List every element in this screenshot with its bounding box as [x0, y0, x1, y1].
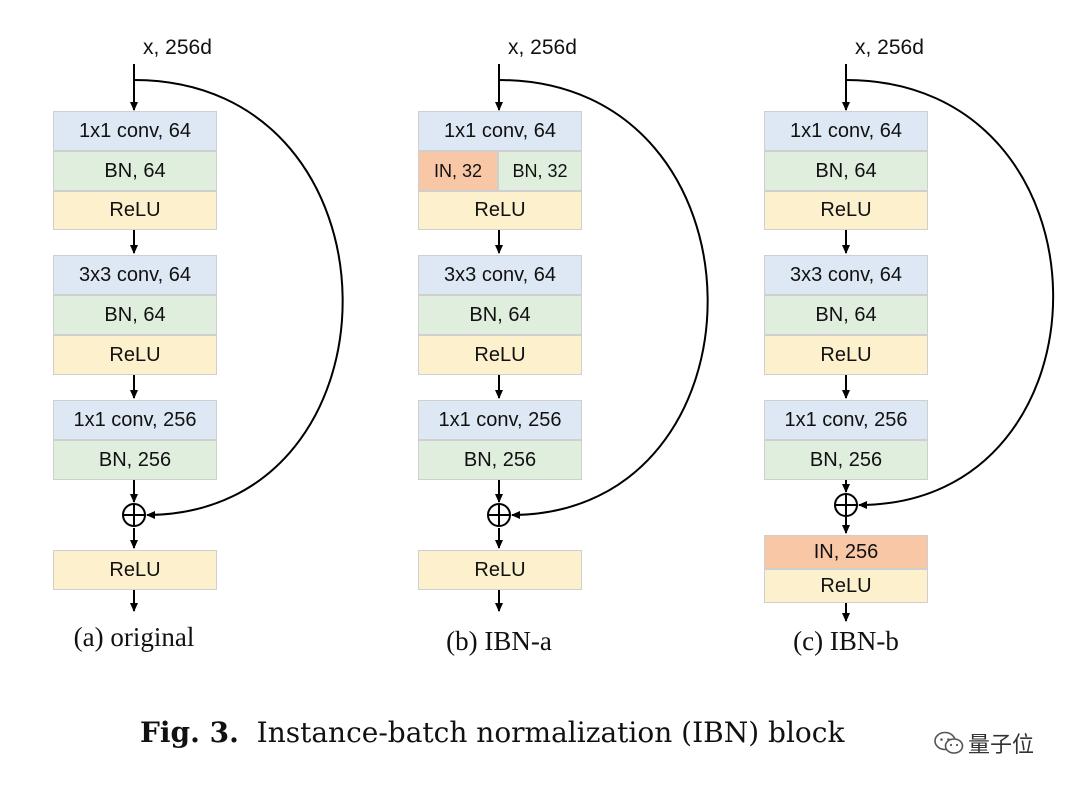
diagram-a-connectors [122, 64, 344, 612]
bn-256-block: BN, 256 [418, 440, 582, 480]
conv1x1-64-block: 1x1 conv, 64 [418, 111, 582, 151]
conv3x3-64-block: 3x3 conv, 64 [418, 255, 582, 295]
relu-block: ReLU [764, 335, 928, 375]
conv3x3-64-block: 3x3 conv, 64 [53, 255, 217, 295]
input-label: x, 256d [855, 36, 924, 59]
bn-32-block: BN, 32 [498, 151, 582, 191]
input-label: x, 256d [508, 36, 577, 59]
watermark-text: 量子位 [968, 733, 1035, 758]
watermark: 量子位 [934, 727, 1034, 759]
bn-64-block: BN, 64 [53, 295, 217, 335]
bn-64-block: BN, 64 [53, 151, 217, 191]
relu-block: ReLU [53, 191, 217, 230]
input-label: x, 256d [143, 36, 212, 59]
in-32-block: IN, 32 [418, 151, 498, 191]
conv3x3-64-block: 3x3 conv, 64 [764, 255, 928, 295]
conv1x1-64-block: 1x1 conv, 64 [53, 111, 217, 151]
diagram-c-connectors [834, 64, 1055, 622]
diagram-label: (a) original [73, 622, 195, 652]
bn-256-block: BN, 256 [53, 440, 217, 480]
conv1x1-64-block: 1x1 conv, 64 [764, 111, 928, 151]
bn-256-block: BN, 256 [764, 440, 928, 480]
relu-block: ReLU [418, 191, 582, 230]
wechat-icon [934, 731, 964, 754]
conv1x1-256-block: 1x1 conv, 256 [764, 400, 928, 440]
relu-block: ReLU [764, 191, 928, 230]
figure-caption: Fig. 3. Instance-batch normalization (IB… [140, 716, 844, 749]
in-256-block: IN, 256 [764, 535, 928, 569]
caption-text: Instance-batch normalization (IBN) block [256, 716, 845, 749]
bn-64-block: BN, 64 [764, 151, 928, 191]
relu-block: ReLU [418, 335, 582, 375]
relu-block: ReLU [53, 335, 217, 375]
relu-block: ReLU [418, 550, 582, 590]
diagram-label: (b) IBN-a [446, 626, 552, 656]
bn-64-block: BN, 64 [418, 295, 582, 335]
caption-prefix: Fig. 3. [140, 716, 239, 749]
conv1x1-256-block: 1x1 conv, 256 [53, 400, 217, 440]
relu-block: ReLU [764, 569, 928, 603]
relu-block: ReLU [53, 550, 217, 590]
conv1x1-256-block: 1x1 conv, 256 [418, 400, 582, 440]
diagram-b-connectors [487, 64, 709, 612]
diagram-label: (c) IBN-b [793, 626, 899, 656]
bn-64-block: BN, 64 [764, 295, 928, 335]
